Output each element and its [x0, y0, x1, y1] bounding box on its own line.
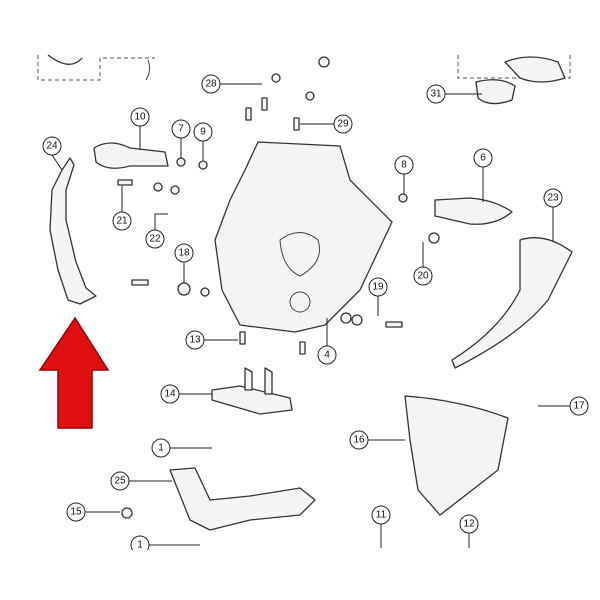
svg-text:25: 25	[114, 476, 126, 487]
svg-text:23: 23	[547, 193, 559, 204]
inset-box-right	[457, 55, 571, 79]
callout-29: 29	[333, 114, 353, 134]
svg-text:6: 6	[480, 153, 486, 164]
svg-text:29: 29	[337, 119, 349, 130]
svg-text:17: 17	[573, 401, 585, 412]
callout-13: 13	[185, 330, 205, 350]
callout-28: 28	[201, 74, 221, 94]
bracket-14-tabs	[244, 367, 273, 395]
hardware	[117, 56, 440, 519]
svg-text:28: 28	[205, 79, 217, 90]
leader-lines	[51, 83, 570, 548]
headlight-16	[404, 395, 509, 516]
callout-8: 8	[394, 155, 414, 175]
callout-1: 1	[151, 438, 171, 458]
callout-17: 17	[569, 396, 589, 416]
callout-31: 31	[426, 84, 446, 104]
svg-text:22: 22	[149, 234, 161, 245]
callout-15: 15	[66, 502, 86, 522]
callout-9: 9	[193, 122, 213, 142]
inset-box-left	[37, 55, 155, 81]
svg-text:21: 21	[116, 216, 128, 227]
bracket-14	[211, 385, 293, 415]
svg-text:24: 24	[46, 141, 58, 152]
callout-24: 24	[42, 136, 62, 156]
svg-text:9: 9	[200, 127, 206, 138]
turn-signal-inset	[504, 56, 566, 83]
callout-6: 6	[473, 148, 493, 168]
svg-text:31: 31	[430, 89, 442, 100]
callout-16: 16	[349, 430, 369, 450]
bracket-opening	[279, 232, 320, 277]
callout-20: 20	[413, 266, 433, 286]
callout-25: 25	[110, 471, 130, 491]
svg-text:10: 10	[134, 112, 146, 123]
svg-text:11: 11	[376, 510, 387, 521]
svg-text:15: 15	[70, 507, 82, 518]
callout-11: 11	[371, 505, 391, 525]
callout-14: 14	[160, 384, 180, 404]
svg-text:20: 20	[417, 271, 429, 282]
svg-text:13: 13	[189, 335, 201, 346]
turn-signal-6	[434, 197, 513, 225]
svg-text:7: 7	[178, 124, 184, 135]
side-trim-24	[49, 157, 97, 305]
cowl-trim-23	[451, 237, 573, 369]
callout-18: 18	[174, 243, 194, 263]
svg-text:8: 8	[401, 160, 407, 171]
callout-19: 19	[368, 277, 388, 297]
wire-fragment	[145, 59, 151, 81]
mirror-fragment	[47, 54, 83, 65]
highlight-arrow-icon	[38, 316, 110, 429]
svg-text:12: 12	[463, 519, 475, 530]
callout-4: 4	[317, 345, 337, 365]
bracket-boss	[289, 291, 311, 313]
callout-21: 21	[112, 211, 132, 231]
svg-text:16: 16	[353, 435, 365, 446]
svg-text:1: 1	[158, 443, 164, 454]
svg-text:14: 14	[164, 389, 176, 400]
callout-7: 7	[171, 119, 191, 139]
callout-12: 12	[459, 514, 479, 534]
bottom-crop	[0, 550, 600, 600]
svg-text:19: 19	[372, 282, 384, 293]
lower-bracket-25	[169, 467, 316, 531]
svg-text:4: 4	[324, 350, 330, 361]
svg-text:18: 18	[178, 248, 190, 259]
callout-10: 10	[130, 107, 150, 127]
turn-signal-10	[93, 142, 169, 169]
callout-23: 23	[543, 188, 563, 208]
headlight-bracket-4	[214, 141, 393, 333]
turn-signal-31	[475, 79, 516, 105]
svg-text:1: 1	[137, 540, 143, 551]
callout-22: 22	[145, 229, 165, 249]
